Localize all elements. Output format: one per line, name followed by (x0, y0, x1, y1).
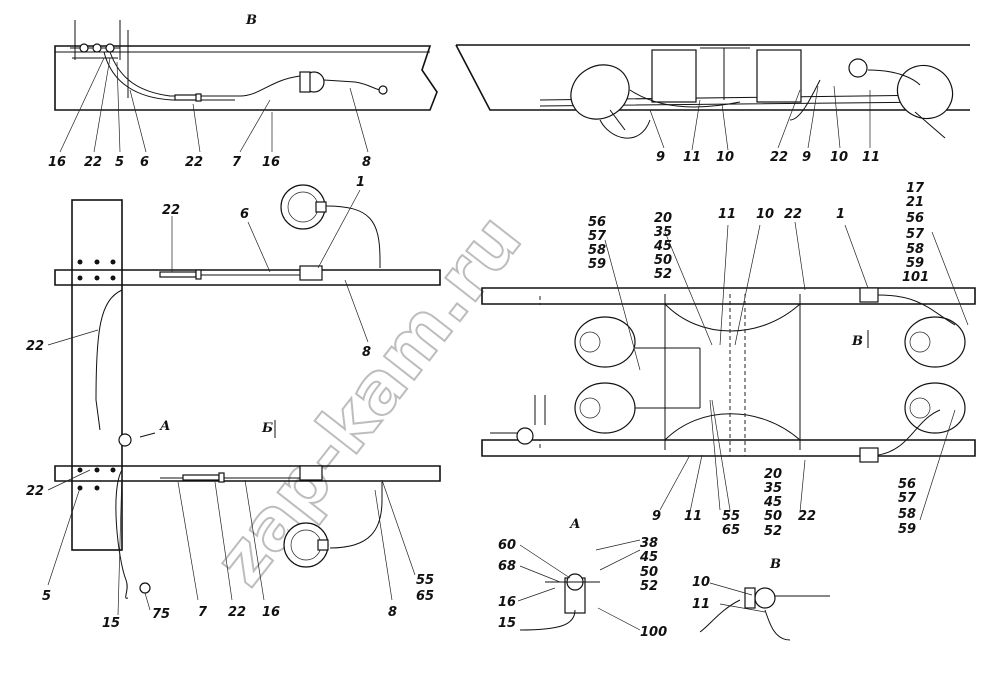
callout: 8 (388, 605, 397, 620)
callout: 5 (42, 589, 51, 604)
callout: 7 (232, 155, 242, 170)
callout: 59 (906, 256, 924, 271)
right-plan-view: В 56 57 58 59 20 35 45 50 52 11 10 22 1 … (481, 181, 976, 539)
callout: 16 (262, 605, 280, 620)
callout: 52 (640, 579, 658, 594)
callout: 58 (588, 243, 606, 258)
view-label: В (851, 334, 863, 349)
callout: 58 (906, 242, 924, 257)
callout: 22 (185, 155, 203, 170)
view-label: А (159, 419, 171, 434)
callout: 22 (770, 150, 788, 165)
callout: 60 (498, 538, 516, 553)
callout: 56 (588, 215, 606, 230)
callout: 59 (898, 522, 916, 537)
callout: 65 (416, 589, 434, 604)
callout: 15 (102, 616, 120, 631)
callout: 10 (692, 575, 710, 590)
callout: 58 (898, 507, 916, 522)
callout: 11 (684, 509, 702, 524)
callout: 16 (48, 155, 66, 170)
view-label: В (769, 557, 781, 572)
callout: 45 (639, 550, 658, 565)
callout: 8 (362, 345, 371, 360)
callout: 50 (764, 509, 782, 524)
callout: 6 (240, 207, 249, 222)
callout: 52 (764, 524, 782, 539)
callout: 56 (898, 477, 916, 492)
callout: 1 (356, 175, 365, 190)
callout: 35 (654, 225, 672, 240)
callout: 59 (588, 257, 606, 272)
callout: 9 (656, 150, 665, 165)
view-label: Б (261, 421, 273, 436)
callout: 20 (764, 467, 782, 482)
callout: 22 (798, 509, 816, 524)
callout: 52 (654, 267, 672, 282)
callout: 11 (718, 207, 736, 222)
callout: 50 (640, 565, 658, 580)
detail-a: А 60 68 16 15 38 45 50 52 100 (498, 517, 667, 640)
callout: 11 (862, 150, 880, 165)
watermark-text: zap-kam.ru (199, 199, 537, 600)
callout: 5 (115, 155, 124, 170)
callout: 22 (784, 207, 802, 222)
callout: 57 (906, 227, 925, 242)
callout: 11 (692, 597, 710, 612)
callout: 10 (830, 150, 848, 165)
callout: 57 (898, 491, 917, 506)
callout: 22 (162, 203, 180, 218)
callout: 100 (640, 625, 667, 640)
callout: 7 (198, 605, 208, 620)
callout: 75 (152, 607, 170, 622)
callout: 35 (764, 481, 782, 496)
view-label: А (569, 517, 581, 532)
callout: 50 (654, 253, 672, 268)
callout: 10 (716, 150, 734, 165)
callout: 16 (262, 155, 280, 170)
callout: 22 (26, 484, 44, 499)
detail-b: В 10 11 (692, 557, 830, 641)
callout: 65 (722, 523, 740, 538)
callout: 55 (722, 509, 740, 524)
callout: 17 (906, 181, 925, 196)
top-left-view: В 16 22 5 6 22 7 16 8 (48, 13, 438, 170)
callout: 45 (653, 239, 672, 254)
view-label: В (245, 13, 257, 28)
callout: 1 (836, 207, 845, 222)
callout: 38 (640, 536, 658, 551)
callout: 22 (26, 339, 44, 354)
callout: 9 (652, 509, 661, 524)
callout: 20 (654, 211, 672, 226)
callout: 9 (802, 150, 811, 165)
callout: 56 (906, 211, 924, 226)
callout: 6 (140, 155, 149, 170)
callout: 22 (84, 155, 102, 170)
callout: 11 (683, 150, 701, 165)
left-plan-view: А Б 22 6 1 8 22 22 5 15 75 7 22 16 8 55 … (26, 175, 441, 631)
callout: 21 (906, 195, 924, 210)
callout: 57 (588, 229, 607, 244)
callout: 10 (756, 207, 774, 222)
callout: 55 (416, 573, 434, 588)
callout: 101 (902, 270, 929, 285)
callout: 22 (228, 605, 246, 620)
callout: 68 (498, 559, 516, 574)
callout: 15 (498, 616, 516, 631)
top-right-view: 9 11 10 22 9 10 11 (455, 44, 970, 165)
callout: 45 (763, 495, 782, 510)
callout: 8 (362, 155, 371, 170)
callout: 16 (498, 595, 516, 610)
